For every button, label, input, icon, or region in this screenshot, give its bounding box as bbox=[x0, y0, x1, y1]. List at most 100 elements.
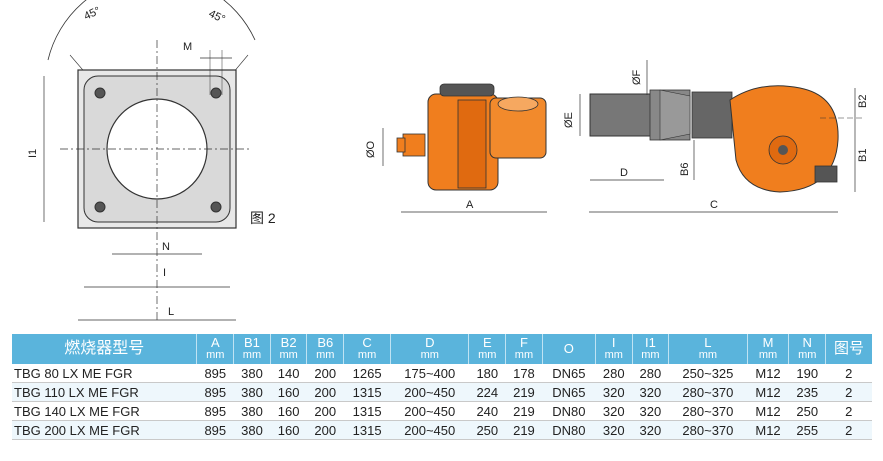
table-cell: TBG 110 LX ME FGR bbox=[14, 384, 139, 400]
dim-m-label: M bbox=[183, 41, 192, 53]
table-cell: 2 bbox=[845, 365, 853, 381]
dim-e-label: ØE bbox=[563, 112, 575, 128]
table-cell: 250~325 bbox=[682, 365, 734, 381]
dim-i-label: I bbox=[163, 267, 166, 279]
table-cell: 1265 bbox=[352, 365, 382, 381]
angle-right-label: 45° bbox=[207, 8, 227, 26]
column-header-name: F bbox=[519, 335, 528, 350]
table-cell: M12 bbox=[755, 384, 781, 400]
dim-d-label: D bbox=[620, 167, 628, 179]
dim-f-label: ØF bbox=[631, 69, 643, 85]
table-cell: 200~450 bbox=[404, 422, 456, 438]
table-cell: 320 bbox=[602, 384, 625, 400]
burner-side-view: ØO A bbox=[365, 83, 547, 213]
table-cell: 380 bbox=[241, 403, 263, 419]
column-header-unit: mm bbox=[604, 349, 623, 361]
table-cell: DN65 bbox=[552, 365, 586, 381]
column-header-name: N bbox=[802, 335, 812, 350]
table-row: TBG 80 LX ME FGR 895 380 140 200 1265 175~400 1… bbox=[12, 364, 872, 383]
table-cell: 280~370 bbox=[682, 384, 734, 400]
table-cell: 255 bbox=[796, 422, 819, 438]
column-header-name: I bbox=[611, 335, 616, 350]
table-cell: 895 bbox=[204, 365, 227, 381]
dim-a-label: A bbox=[466, 199, 474, 211]
table-cell: 380 bbox=[241, 422, 263, 438]
figure-label: 图 2 bbox=[250, 210, 276, 226]
table-cell: 240 bbox=[476, 403, 499, 419]
column-header-name: A bbox=[210, 335, 220, 350]
column-header-unit: mm bbox=[758, 349, 778, 361]
table-cell: 320 bbox=[639, 403, 662, 419]
technical-drawing: 45° 45° M I1 N I L bbox=[27, 0, 869, 321]
column-header-unit: mm bbox=[798, 349, 817, 361]
table-cell: 280~370 bbox=[682, 403, 734, 419]
table-cell: 895 bbox=[204, 422, 227, 438]
column-header-unit: mm bbox=[316, 349, 335, 361]
table-cell: 320 bbox=[639, 422, 662, 438]
table-cell: 200 bbox=[314, 365, 337, 381]
spec-table-body: TBG 80 LX ME FGR 895 380 140 200 1265 175~400 1… bbox=[12, 364, 872, 440]
column-header-unit: mm bbox=[242, 349, 262, 361]
column-header-name: I1 bbox=[644, 335, 656, 350]
column-header-name: 图号 bbox=[834, 340, 865, 357]
column-header-unit: mm bbox=[420, 349, 439, 361]
dim-n-label: N bbox=[162, 241, 170, 253]
table-cell: TBG 80 LX ME FGR bbox=[14, 365, 133, 381]
column-header-unit: mm bbox=[514, 349, 534, 361]
table-cell: 180 bbox=[476, 365, 499, 381]
column-header-name: B2 bbox=[280, 335, 297, 350]
table-cell: M12 bbox=[755, 403, 781, 419]
table-cell: 2 bbox=[845, 384, 853, 400]
table-cell: 178 bbox=[513, 365, 535, 381]
column-header-name: C bbox=[362, 335, 372, 350]
table-cell: 1315 bbox=[352, 403, 382, 419]
table-cell: DN80 bbox=[552, 403, 586, 419]
table-cell: 219 bbox=[513, 422, 535, 438]
table-cell: 160 bbox=[277, 384, 300, 400]
column-header-name: M bbox=[762, 335, 774, 350]
table-cell: M12 bbox=[755, 365, 781, 381]
column-header-unit: mm bbox=[641, 349, 660, 361]
dim-b2-label: B2 bbox=[857, 95, 869, 108]
table-cell: 2 bbox=[845, 422, 853, 438]
table-cell: 895 bbox=[204, 384, 227, 400]
table-cell: 895 bbox=[204, 403, 227, 419]
table-cell: 1315 bbox=[352, 384, 382, 400]
column-header-name: B1 bbox=[244, 335, 260, 350]
column-header: O bbox=[542, 334, 596, 364]
table-cell: 160 bbox=[277, 403, 300, 419]
column-header-name: B6 bbox=[317, 335, 334, 350]
table-cell: 175~400 bbox=[404, 365, 456, 381]
dim-i1-label: I1 bbox=[27, 149, 39, 158]
column-header-name: D bbox=[425, 335, 435, 350]
column-header: 燃烧器型号 bbox=[12, 334, 198, 364]
table-cell: 219 bbox=[513, 403, 535, 419]
table-cell: 320 bbox=[602, 403, 625, 419]
angle-left-label: 45° bbox=[82, 5, 102, 23]
dim-l-label: L bbox=[168, 306, 174, 318]
table-cell: 380 bbox=[241, 365, 263, 381]
table-cell: 140 bbox=[277, 365, 300, 381]
column-header-name: 燃烧器型号 bbox=[64, 340, 145, 357]
dim-b6-label: B6 bbox=[679, 163, 691, 176]
table-cell: 224 bbox=[476, 384, 499, 400]
column-header: 图号 bbox=[825, 334, 872, 364]
table-cell: 190 bbox=[796, 365, 819, 381]
table-cell: 235 bbox=[796, 384, 819, 400]
table-cell: 320 bbox=[639, 384, 662, 400]
